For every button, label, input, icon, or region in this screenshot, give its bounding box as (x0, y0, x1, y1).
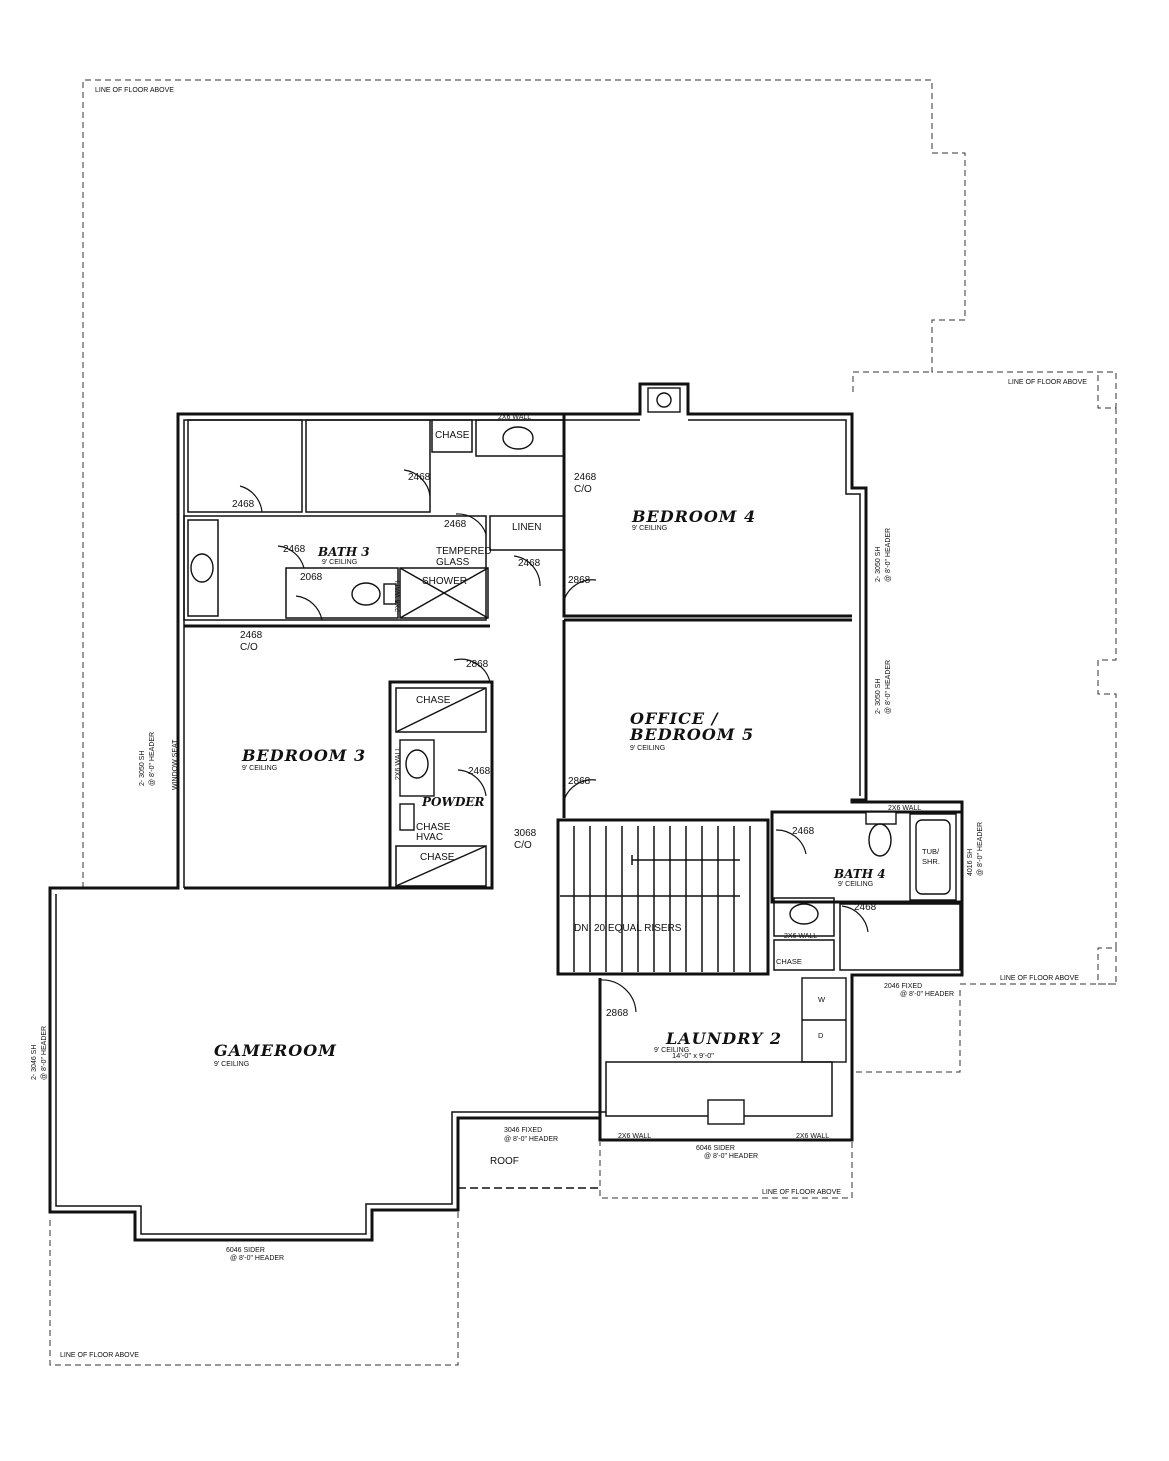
floor-above-label: LINE OF FLOOR ABOVE (1000, 975, 1079, 982)
floor-above-label: LINE OF FLOOR ABOVE (95, 87, 174, 94)
exterior-walls (48, 382, 964, 1242)
window-label: 2- 3050 SH (139, 751, 146, 786)
tempered-glass-label: GLASS (436, 557, 470, 568)
door-label: 2468 (408, 472, 431, 483)
door-label: 2868 (466, 659, 489, 670)
door-label: 2068 (300, 572, 323, 583)
window-label: @ 8'-0" HEADER (900, 991, 954, 998)
door-label: 2468 (232, 499, 255, 510)
window-label: @ 8'-0" HEADER (885, 660, 892, 714)
ceiling-label: 9' CEILING (632, 525, 667, 532)
door-label: 2468 (574, 472, 597, 483)
chase-hvac-label: HVAC (416, 832, 443, 843)
room-name-bedroom4: BEDROOM 4 (631, 507, 756, 526)
co-label: C/O (240, 642, 258, 653)
tub-label: SHR. (922, 857, 940, 866)
window-seat-label: WINDOW SEAT (172, 739, 179, 790)
wall-label: 2X6 WALL (784, 933, 817, 940)
stair-treads (560, 826, 751, 972)
door-label: 2468 (792, 826, 815, 837)
roof-label: ROOF (490, 1156, 519, 1167)
chase-label: CHASE (420, 852, 455, 863)
ceiling-label: 9' CEILING (654, 1047, 689, 1054)
interior-walls (183, 414, 964, 1189)
co-label: C/O (574, 484, 592, 495)
door-label: 2468 (468, 766, 491, 777)
room-name-bedroom3: BEDROOM 3 (241, 746, 366, 765)
linen-label: LINEN (512, 522, 541, 533)
floor-above-outline (49, 79, 1117, 1366)
room-name-bath4: BATH 4 (833, 867, 886, 881)
tub-label: TUB/ (922, 847, 940, 856)
ceiling-label: 9' CEILING (630, 745, 665, 752)
stairs-label: DN. 20 EQUAL RISERS (574, 923, 682, 934)
chase-label: CHASE (416, 695, 451, 706)
room-name-gameroom: GAMEROOM (214, 1041, 337, 1060)
ceiling-label: 9' CEILING (838, 881, 873, 888)
wall-label: 2X6 WALL (395, 579, 402, 612)
door-label: 2868 (568, 776, 591, 787)
window-label: 2- 3046 SH (31, 1045, 38, 1080)
wall-label: 2X6 WALL (888, 805, 921, 812)
door-label: 2468 (444, 519, 467, 530)
door-label: 2468 (283, 544, 306, 555)
door-swings (239, 469, 869, 1013)
laundry-dims: 14'-0" x 9'-0" (672, 1051, 714, 1060)
ceiling-label: 9' CEILING (322, 559, 357, 566)
floor-above-label: LINE OF FLOOR ABOVE (1008, 379, 1087, 386)
window-label: @ 8'-0" HEADER (149, 732, 156, 786)
floor-above-label: LINE OF FLOOR ABOVE (60, 1352, 139, 1359)
door-label: 2868 (606, 1008, 629, 1019)
ceiling-label: 9' CEILING (242, 765, 277, 772)
ceiling-label: 9' CEILING (214, 1061, 249, 1068)
window-label: 3046 FIXED (504, 1127, 542, 1134)
wall-label: 2X6 WALL (618, 1133, 651, 1140)
washer-label: W (818, 995, 826, 1004)
wall-label: 2X6 WALL (395, 747, 402, 780)
room-name-bath3: BATH 3 (317, 545, 370, 559)
window-label: @ 8'-0" HEADER (504, 1136, 558, 1143)
tempered-glass-label: TEMPERED (436, 546, 492, 557)
window-label: 2- 3050 SH (875, 679, 882, 714)
room-name-powder: POWDER (421, 795, 485, 809)
wall-label: 2X6 WALL (498, 414, 531, 421)
window-label: 6046 SIDER (696, 1145, 735, 1152)
co-label: C/O (514, 840, 532, 851)
window-label: 2046 FIXED (884, 983, 922, 990)
window-label: 4016 SH (967, 849, 974, 876)
shower-label: SHOWER (422, 576, 467, 587)
window-label: 6046 SIDER (226, 1247, 265, 1254)
wall-label: 2X6 WALL (796, 1133, 829, 1140)
window-label: @ 8'-0" HEADER (230, 1255, 284, 1262)
door-label: 2868 (568, 575, 591, 586)
door-label: 2468 (518, 558, 541, 569)
window-label: @ 8'-0" HEADER (704, 1153, 758, 1160)
room-name-bedroom5: BEDROOM 5 (629, 725, 754, 744)
window-label: @ 8'-0" HEADER (41, 1026, 48, 1080)
bath3-fixtures (190, 426, 534, 606)
chase-hvac-label: CHASE (416, 822, 451, 833)
door-label: 3068 (514, 828, 537, 839)
window-label: @ 8'-0" HEADER (977, 822, 984, 876)
window-label: 2- 3050 SH (875, 547, 882, 582)
door-label: 2468 (240, 630, 263, 641)
chase-label: CHASE (776, 957, 802, 966)
window-label: @ 8'-0" HEADER (885, 528, 892, 582)
dryer-label: D (818, 1031, 824, 1040)
room-name-laundry: LAUNDRY 2 (665, 1029, 782, 1048)
floor-above-label: LINE OF FLOOR ABOVE (762, 1189, 841, 1196)
door-label: 2468 (854, 902, 877, 913)
chase-label: CHASE (435, 430, 470, 441)
room-name-office: OFFICE / (630, 709, 720, 728)
